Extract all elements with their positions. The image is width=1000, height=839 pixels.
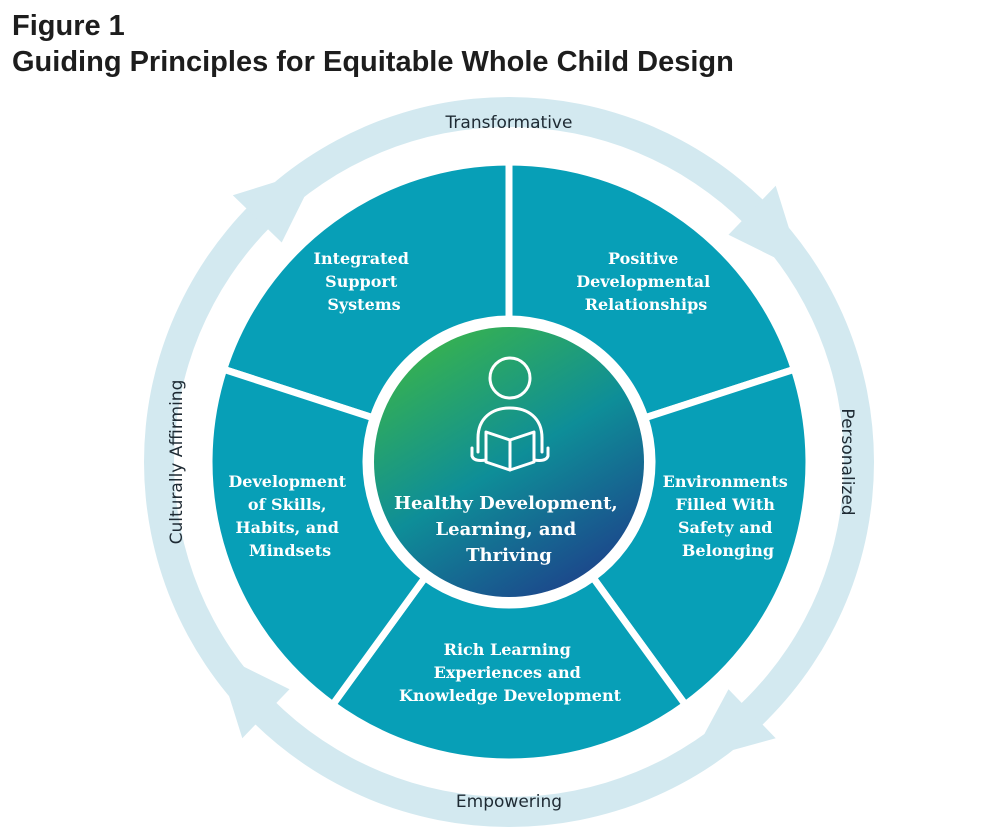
figure-header: Figure 1 Guiding Principles for Equitabl… (12, 8, 992, 80)
figure-label: Figure 1 (12, 10, 125, 42)
center-hub: Healthy Development, Learning, and Thriv… (366, 319, 652, 605)
ring-label-right: Personalized (837, 408, 857, 515)
principle-segments (205, 158, 813, 766)
arrow-bottom-left (215, 652, 290, 739)
segment-label-positive: Positive Developmental Relationships (576, 249, 716, 314)
arrow-top-right (728, 185, 803, 272)
ring-label-top: Transformative (445, 113, 573, 133)
ring-label-bottom: Empowering (456, 792, 562, 812)
segment-label-development: Development of Skills, Habits, and Minds… (228, 472, 351, 560)
center-label: Healthy Development, Learning, and Thriv… (394, 493, 624, 566)
arrow-top-left (232, 168, 319, 243)
ring-label-left: Culturally Affirming (167, 380, 187, 545)
reader-icon (470, 356, 550, 472)
segment-label-integrated: Integrated Support Systems (313, 249, 414, 314)
figure-title: Guiding Principles for Equitable Whole C… (12, 46, 734, 78)
arrow-bottom-right (689, 689, 776, 762)
segment-label-environments: Environments Filled With Safety and Belo… (663, 472, 794, 560)
outer-ring (144, 97, 874, 827)
segment-label-rich: Rich Learning Experiences and Knowledge … (399, 640, 622, 705)
